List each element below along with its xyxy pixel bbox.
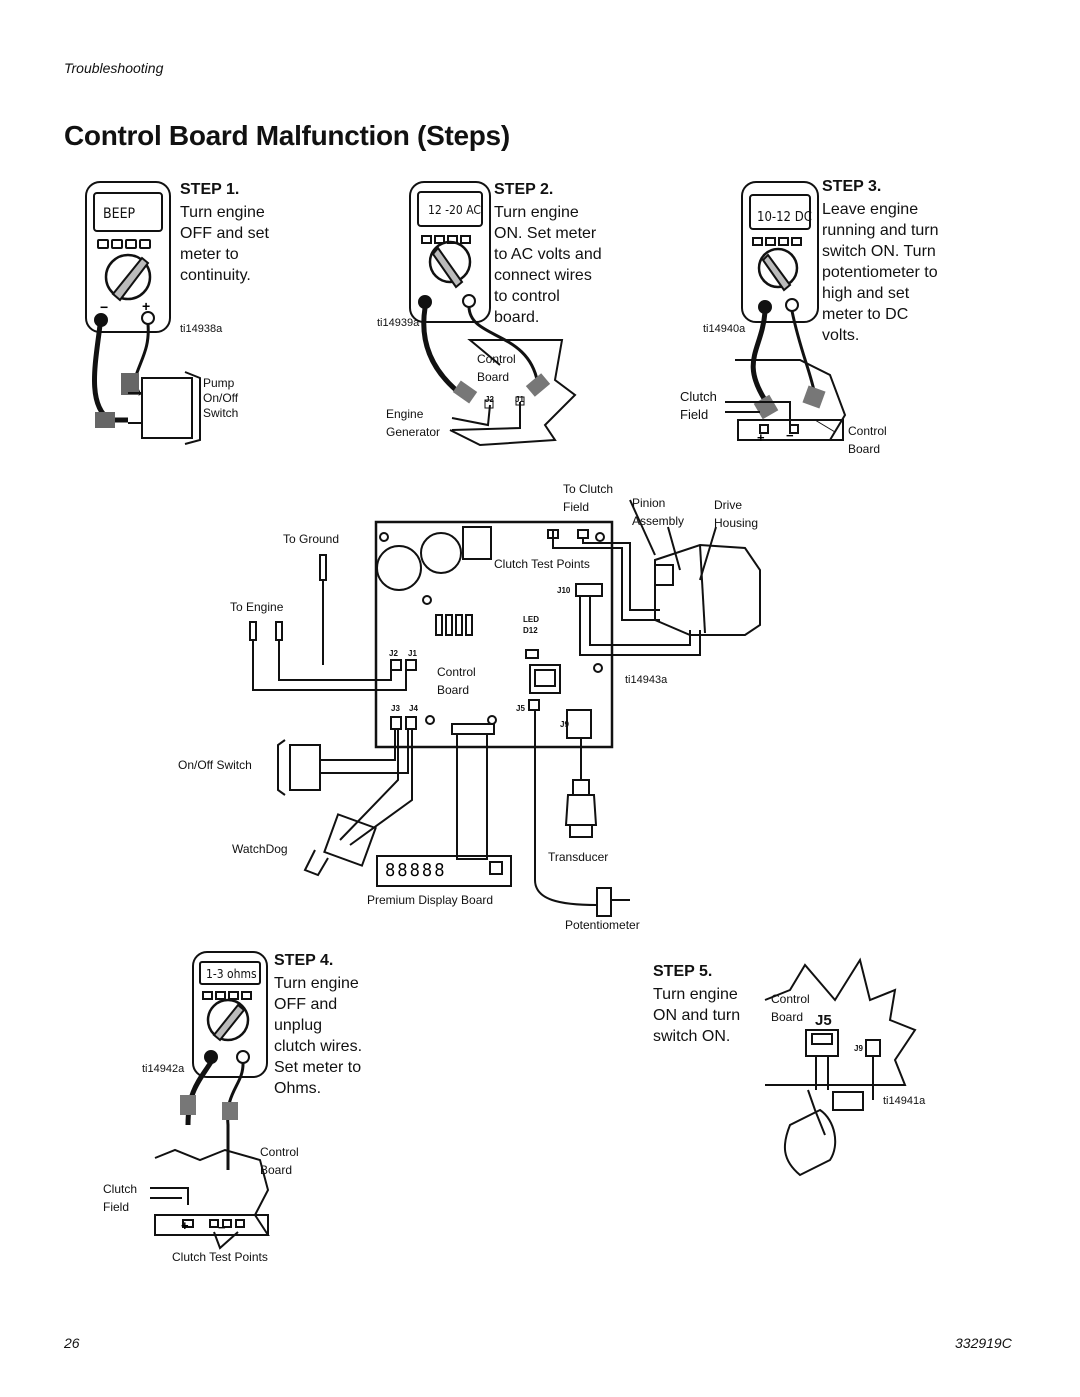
svg-text:+: + [757, 430, 765, 445]
d12-label: D12 [523, 626, 538, 635]
pinion-assembly-label: Pinion Assembly [632, 496, 685, 528]
j10-label: J10 [557, 586, 571, 595]
meter-display-2: 12 -20 AC [428, 203, 481, 217]
step-5-j9-label: J9 [854, 1044, 863, 1053]
main-figure-id: ti14943a [625, 674, 668, 686]
clutch-test-points-label: Clutch Test Points [494, 557, 590, 571]
step-4-clutch-label: Clutch Field [103, 1182, 138, 1214]
to-clutch-field-label: To Clutch Field [563, 482, 614, 514]
step-4-text: Turn engine OFF and unplug clutch wires.… [274, 975, 363, 1097]
step-2-heading: STEP 2. [494, 181, 554, 198]
step-4-figure-id: ti14942a [142, 1063, 185, 1075]
step-5-j5-label: J5 [815, 1012, 832, 1029]
watchdog-label: WatchDog [232, 842, 288, 856]
main-j5-label: J5 [516, 704, 525, 713]
section-label: Troubleshooting [64, 60, 164, 76]
page-number: 26 [64, 1335, 80, 1351]
step-1-heading: STEP 1. [180, 181, 240, 198]
premium-display-board-label: Premium Display Board [367, 893, 494, 907]
step-2-j2: J2 [485, 395, 494, 404]
to-ground-label: To Ground [283, 532, 340, 546]
j3-label: J3 [391, 704, 400, 713]
step-3-board-label: Control Board [848, 424, 887, 456]
step-5-figure-id: ti14941a [883, 1095, 926, 1107]
doc-number: 332919C [955, 1335, 1012, 1351]
meter-display-4: 1-3 ohms [206, 967, 257, 981]
engine-generator-label: Engine Generator [386, 407, 441, 439]
transducer-label: Transducer [548, 850, 609, 864]
step-3-figure-id: ti14940a [703, 323, 746, 335]
on-off-switch-label: On/Off Switch [178, 758, 252, 772]
svg-text:−: − [786, 428, 794, 443]
step-3-text: Leave engine running and turn switch ON.… [822, 201, 939, 344]
potentiometer-label: Potentiometer [565, 918, 640, 932]
step-5-text: Turn engine ON and turn switch ON. [653, 986, 741, 1045]
step-4-heading: STEP 4. [274, 952, 334, 969]
to-engine-label: To Engine [230, 600, 284, 614]
j4-label: J4 [409, 704, 418, 713]
meter-display-3: 10-12 DC [757, 210, 812, 225]
display-digits-text: 88888 [385, 860, 447, 881]
main-control-board-label: Control Board [437, 665, 476, 697]
svg-text:−: − [218, 1220, 226, 1235]
step-5-board-label: Control Board [771, 992, 810, 1024]
step-2-j1: J1 [515, 395, 524, 404]
main-j9-label: J9 [560, 720, 569, 729]
pump-switch-label: Pump On/Off Switch [203, 376, 239, 420]
step-3-clutch-label: Clutch Field [680, 389, 717, 422]
step-5-heading: STEP 5. [653, 963, 713, 980]
svg-text:+: + [181, 1218, 189, 1233]
led-label: LED [523, 615, 539, 624]
drive-housing-label: Drive Housing [714, 498, 759, 530]
step-1-text: Turn engine OFF and set meter to continu… [180, 204, 269, 284]
meter-display-1: BEEP [103, 206, 136, 222]
step-2-text: Turn engine ON. Set meter to AC volts an… [494, 204, 602, 326]
svg-text:+: + [142, 298, 150, 314]
step-2-figure-id: ti14939a [377, 317, 420, 329]
multimeter-icon [85, 181, 171, 333]
step-3-heading: STEP 3. [822, 178, 882, 195]
step-4-test-points-label: Clutch Test Points [172, 1250, 268, 1264]
svg-text:−: − [100, 299, 108, 315]
main-j2-label: J2 [389, 649, 398, 658]
step-1-figure-id: ti14938a [180, 323, 223, 335]
step-4-board-label: Control Board [260, 1145, 299, 1177]
step-2-board-label: Control Board [477, 352, 516, 384]
page-title: Control Board Malfunction (Steps) [64, 120, 510, 151]
main-j1-label: J1 [408, 649, 417, 658]
